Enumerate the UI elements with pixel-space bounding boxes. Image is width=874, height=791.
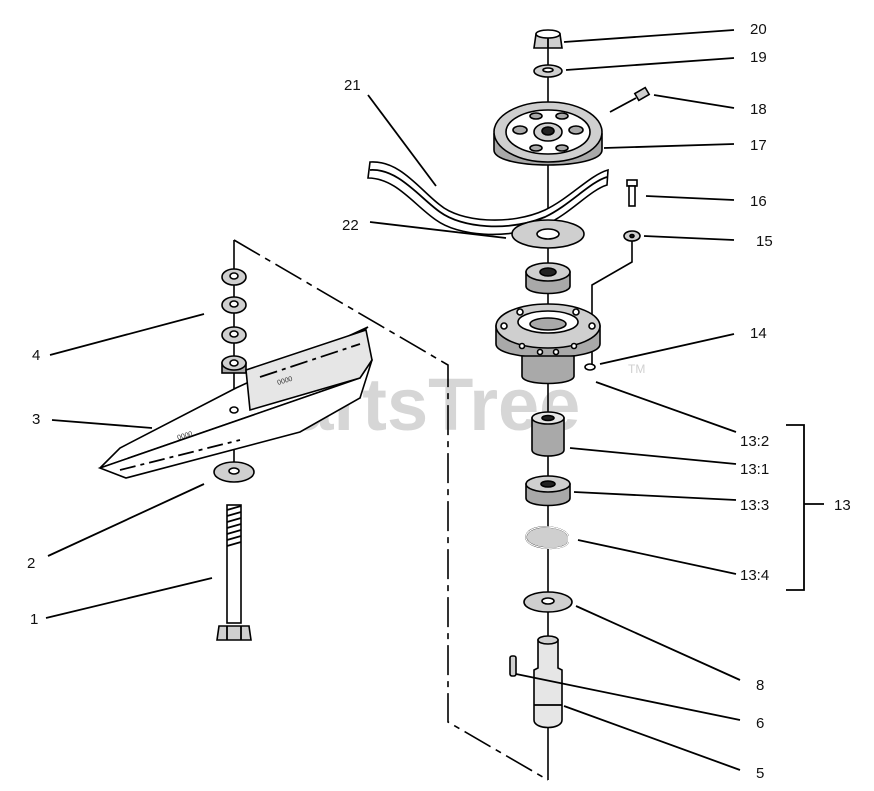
large-washer-22: [511, 219, 585, 249]
callout-22: 22: [342, 217, 359, 234]
callout-leader-lines: [45, 29, 824, 771]
callout-13-2: 13:2: [740, 433, 769, 450]
spindle-shaft: [533, 635, 563, 729]
blade-washer: [213, 461, 255, 483]
callout-20: 20: [750, 21, 767, 38]
drive-belt: [367, 161, 609, 236]
callout-21: 21: [344, 77, 361, 94]
washer-15: [623, 230, 641, 242]
callout-8: 8: [756, 677, 764, 694]
callout-13-4: 13:4: [740, 567, 769, 584]
spacer-13-1: [531, 411, 565, 457]
callout-4: 4: [32, 347, 40, 364]
pulley: [493, 101, 603, 166]
bearing: [525, 262, 571, 295]
callout-15: 15: [756, 233, 773, 250]
callout-16: 16: [750, 193, 767, 210]
key-6: [509, 655, 517, 677]
blade-bolt: [216, 504, 252, 641]
spindle-assembly-parts: [493, 29, 651, 729]
callout-1: 1: [30, 611, 38, 628]
callout-19: 19: [750, 49, 767, 66]
spacer-washer-stack: [221, 268, 247, 374]
watermark-trademark: TM: [628, 362, 645, 376]
callout-13-3: 13:3: [740, 497, 769, 514]
svg-text:0000: 0000: [177, 431, 194, 442]
bolt-16: [626, 179, 638, 207]
callout-18: 18: [750, 101, 767, 118]
phantom-alignment-line: [233, 239, 549, 781]
bearing-13-3: [525, 475, 571, 507]
callout-13: 13: [834, 497, 851, 514]
washer-8: [523, 591, 573, 613]
grease-fitting: [609, 86, 651, 113]
callout-6: 6: [756, 715, 764, 732]
callout-14: 14: [750, 325, 767, 342]
mower-blade: 0000 0000: [97, 326, 374, 479]
snap-ring-13-4: [525, 526, 569, 550]
callout-3: 3: [32, 411, 40, 428]
callout-2: 2: [27, 555, 35, 572]
lock-washer: [533, 64, 563, 78]
svg-text:0000: 0000: [277, 376, 294, 387]
spindle-housing: [495, 303, 601, 385]
callout-labels: 1 2 3 4 5 6 8 13 13:1 13:2 13:3 13:4 14 …: [27, 21, 851, 782]
callout-13-1: 13:1: [740, 461, 769, 478]
callout-17: 17: [750, 137, 767, 154]
hex-nut: [533, 29, 563, 49]
callout-5: 5: [756, 765, 764, 782]
blade-assembly-parts: 0000 0000: [97, 268, 374, 641]
